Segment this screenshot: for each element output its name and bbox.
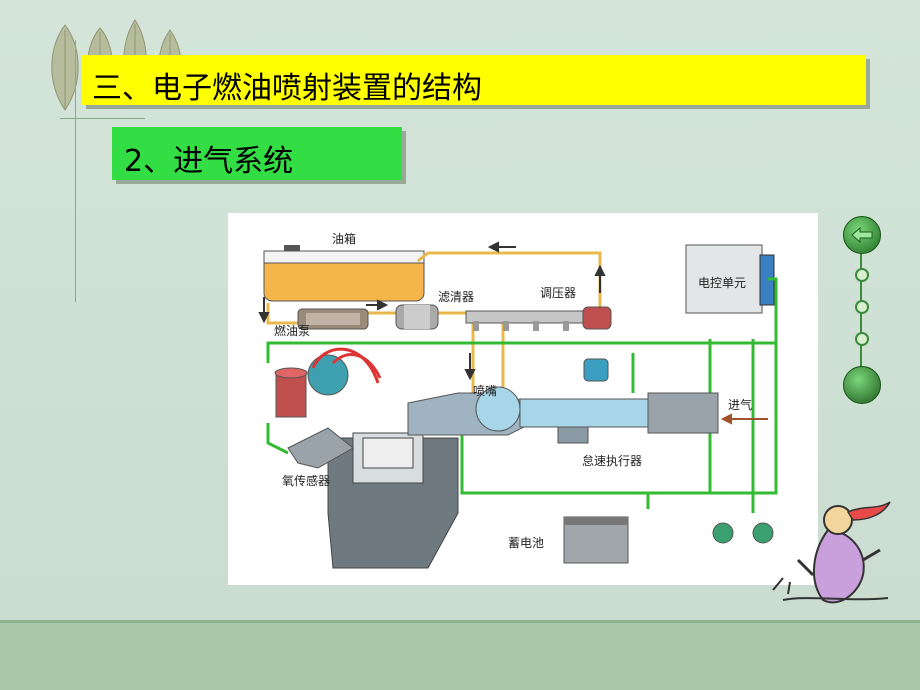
decorative-vertical-line — [75, 40, 76, 302]
label-idle-actuator: 怠速执行器 — [582, 454, 642, 468]
sensor-pair — [712, 522, 774, 544]
cartoon-character-decoration — [772, 501, 891, 604]
bottom-divider — [0, 620, 920, 623]
label-pump: 燃油泵 — [274, 323, 310, 338]
pressure-sensor — [583, 358, 609, 382]
label-oxygen-sensor: 氧传感器 — [282, 473, 330, 488]
fuel-pump — [297, 308, 369, 330]
slide-navigation — [838, 212, 884, 412]
label-tank: 油箱 — [332, 231, 356, 246]
label-filter: 滤清器 — [438, 290, 474, 304]
decorative-horizontal-line — [60, 118, 145, 119]
label-intake: 进气 — [728, 397, 752, 412]
pressure-regulator — [582, 306, 612, 330]
label-ecu: 电控单元 — [698, 276, 746, 290]
slide-subtitle: 2、进气系统 — [124, 144, 294, 179]
slide-title: 三、电子燃油喷射装置的结构 — [92, 71, 482, 106]
engine-block — [327, 432, 459, 569]
bottom-band — [0, 620, 920, 690]
intake-manifold — [407, 386, 719, 444]
label-injector: 喷嘴 — [473, 384, 497, 398]
fuel-injection-diagram: 油箱 滤清器 调压器 电控单元 燃油泵 喷嘴 进气 怠速执行器 氧传感器 蓄电池 — [228, 213, 818, 585]
nav-dot-3[interactable] — [855, 332, 869, 346]
fuel-rail — [465, 310, 587, 331]
fuel-filter — [395, 304, 439, 330]
next-circle-icon[interactable] — [843, 366, 881, 404]
battery — [563, 516, 629, 564]
exhaust-pipe — [287, 427, 354, 469]
label-regulator: 调压器 — [540, 286, 576, 300]
title-banner: 三、电子燃油喷射装置的结构 — [82, 55, 866, 106]
nav-dot-1[interactable] — [855, 268, 869, 282]
distributor — [307, 347, 382, 396]
ignition-coil — [274, 367, 308, 418]
subtitle-banner: 2、进气系统 — [112, 127, 402, 180]
nav-dot-2[interactable] — [855, 300, 869, 314]
fuel-tank — [263, 245, 425, 302]
back-arrow-icon[interactable] — [843, 216, 881, 254]
label-battery: 蓄电池 — [508, 536, 544, 550]
